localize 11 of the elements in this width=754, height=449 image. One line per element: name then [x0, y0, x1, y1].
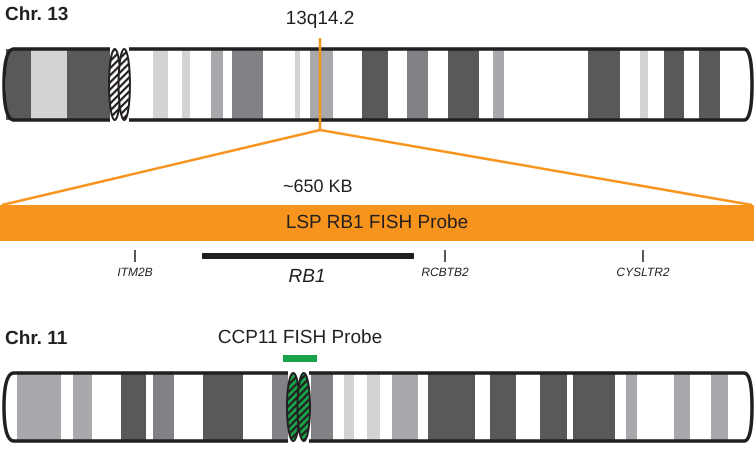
chromosome-label: Chr. 13 [5, 4, 68, 26]
probe-label: CCP11 FISH Probe [218, 327, 382, 349]
probe-name: LSP RB1 FISH Probe [286, 212, 468, 234]
gene-label: RB1 [288, 266, 326, 288]
gene-label: ITM2B [117, 265, 153, 279]
size-label: ~650 KB [283, 176, 353, 197]
probe-band [0, 205, 754, 241]
gene-label: RCBTB2 [421, 265, 469, 279]
chromosome-label: Chr. 11 [5, 328, 68, 350]
band-label: 13q14.2 [286, 8, 354, 30]
gene-label: CYSLTR2 [616, 265, 670, 279]
